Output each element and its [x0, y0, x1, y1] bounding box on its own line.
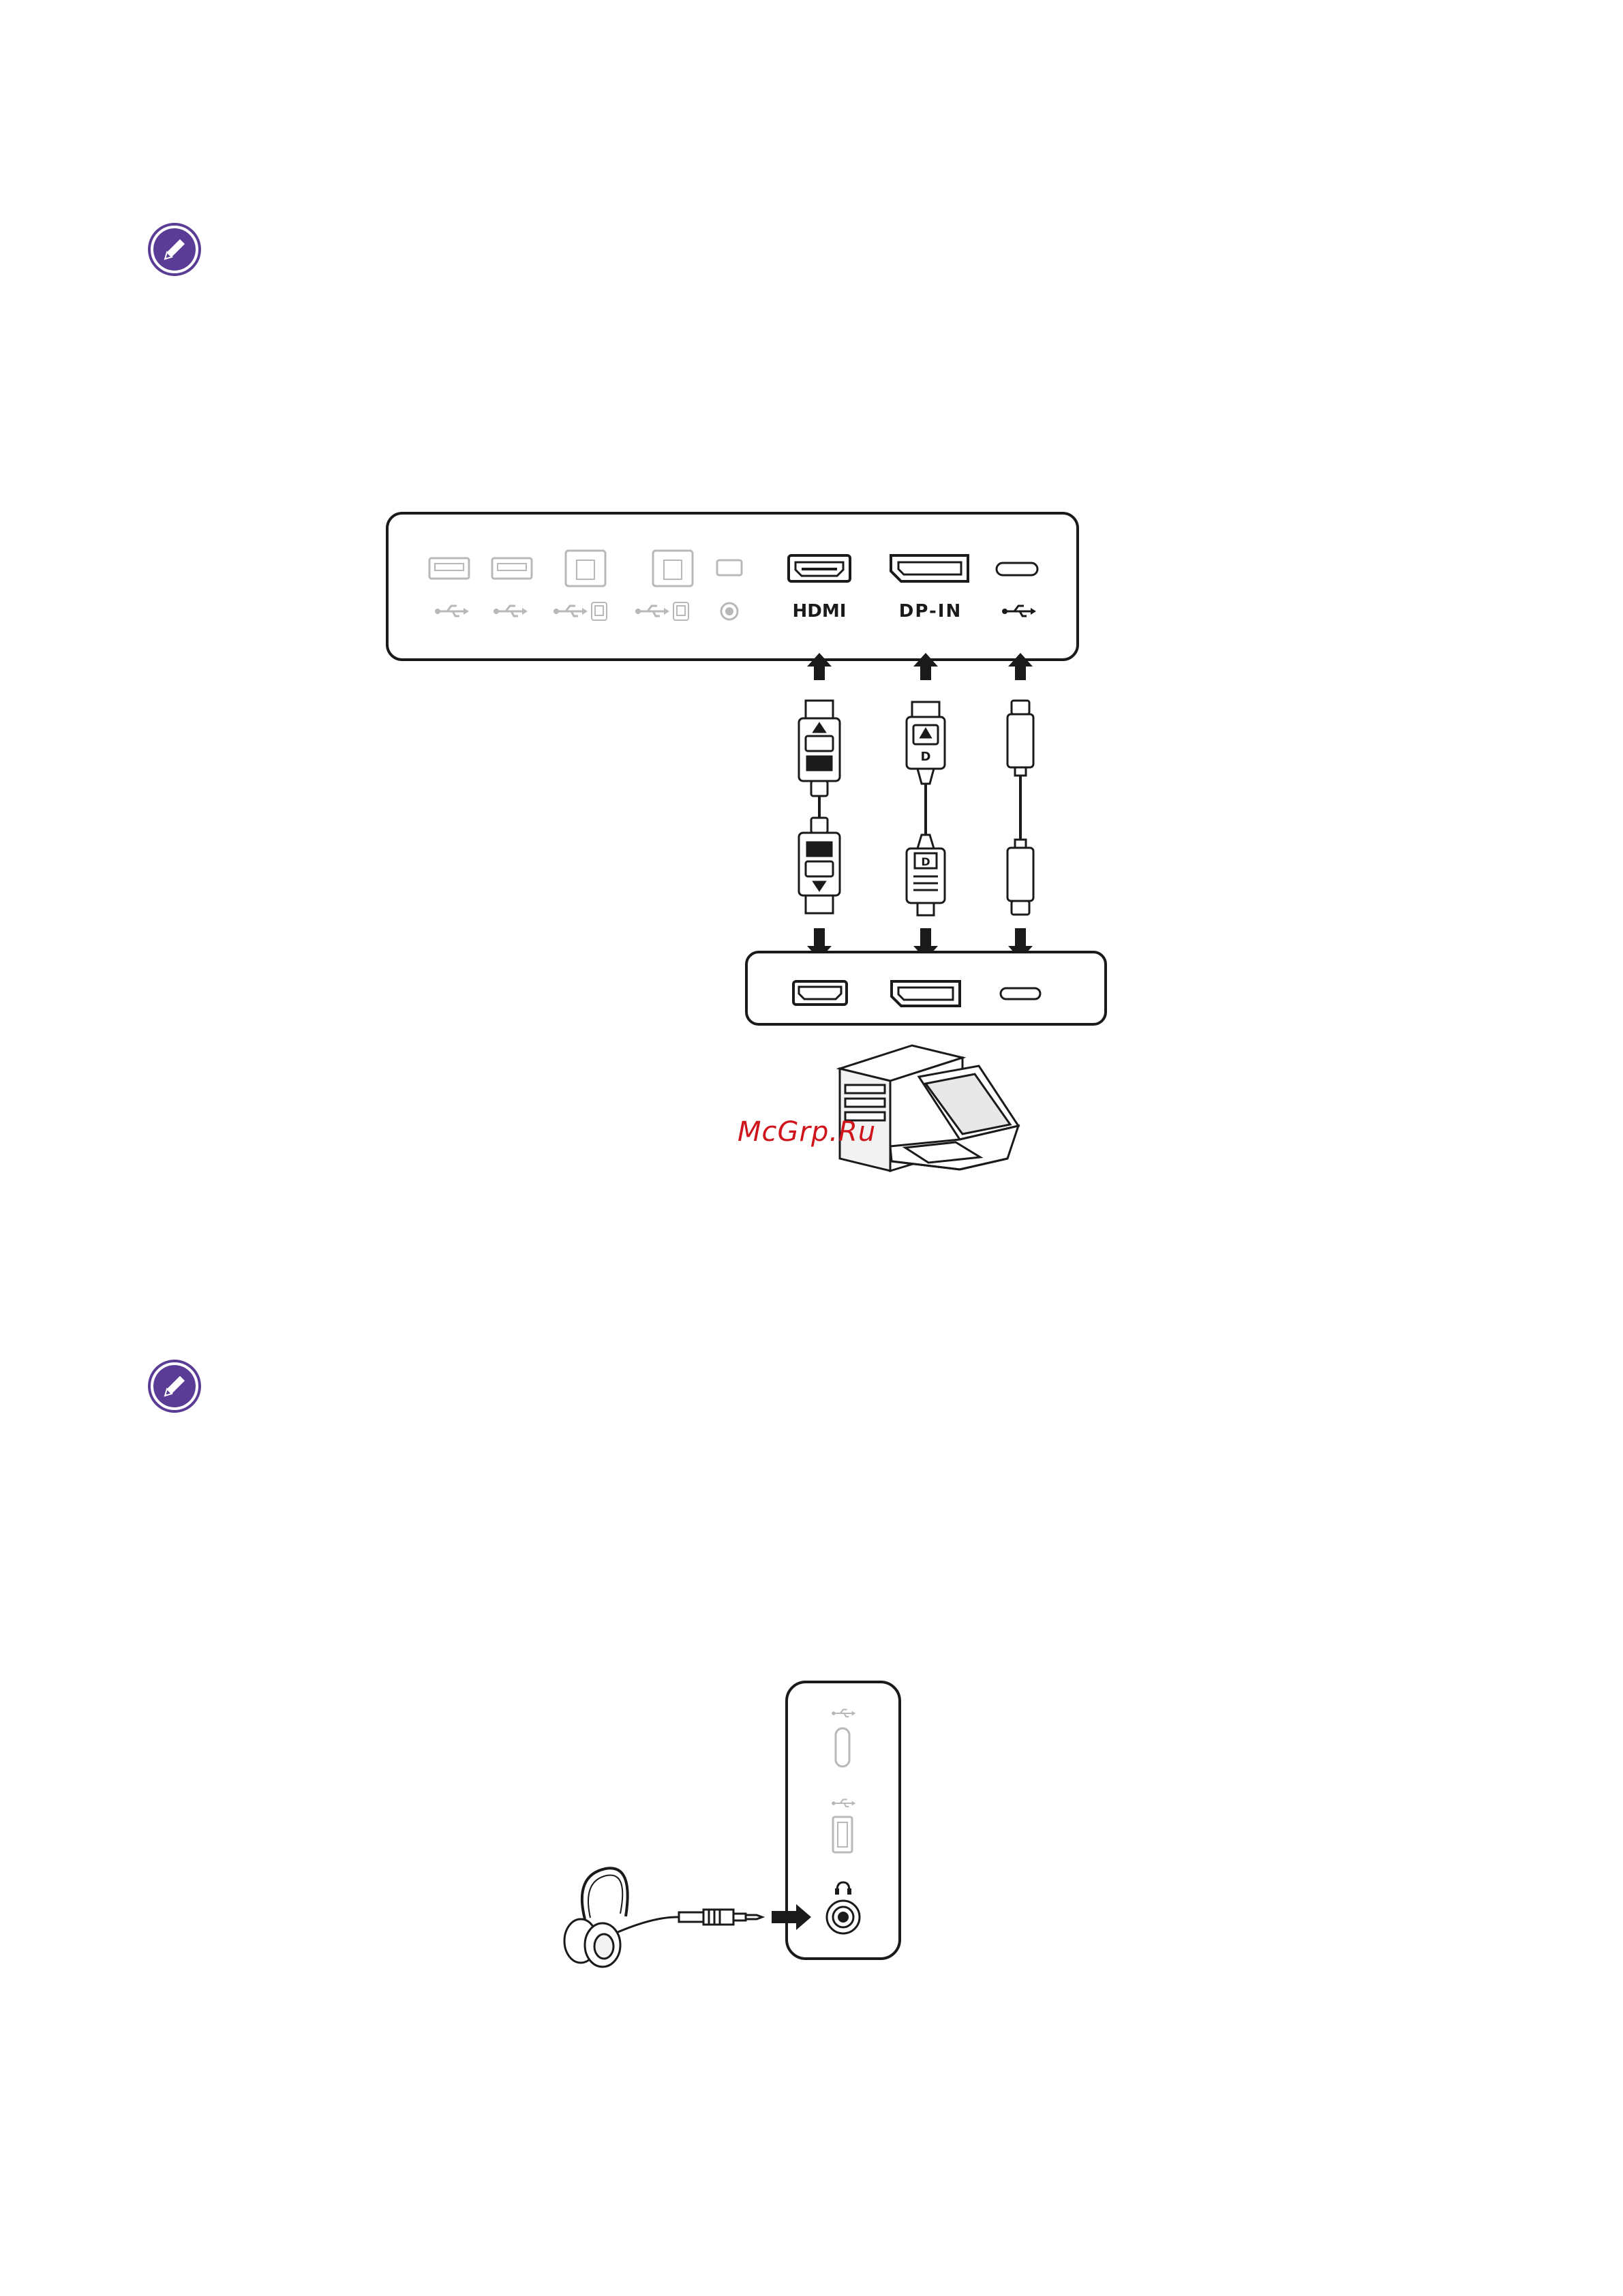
hdmi-port-label: HDMI: [793, 601, 847, 622]
monitor-io-panel: HDMI DP-IN: [387, 513, 1078, 660]
headphones-illustration: [564, 1868, 762, 1967]
usb-c-cable: [1007, 701, 1033, 915]
svg-text:D: D: [921, 750, 931, 764]
watermark: McGrp.Ru: [738, 1116, 876, 1148]
monitor-hdmi-port: [789, 555, 850, 581]
computer-io-panel: [746, 952, 1106, 1024]
dp-port-label: DP-IN: [899, 601, 962, 622]
hdmi-cable: [799, 701, 840, 913]
displayport-cable: D D: [907, 702, 945, 915]
computer-illustration: [840, 1045, 1018, 1171]
monitor-usb-c-port: [997, 563, 1037, 575]
svg-text:D: D: [921, 855, 930, 868]
monitor-displayport-port: [891, 555, 968, 581]
